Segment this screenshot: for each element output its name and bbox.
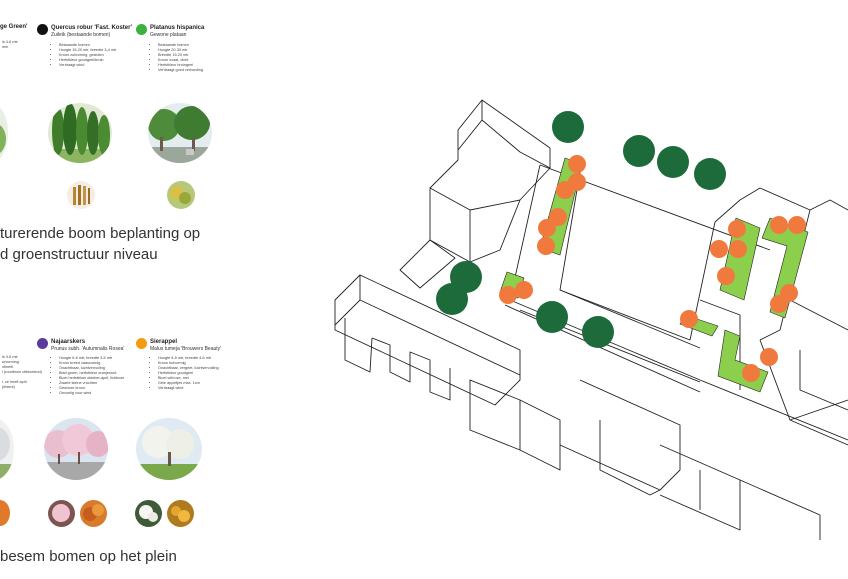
caption-line: turerende boom beplanting op — [0, 225, 201, 242]
species-name: Quercus robur 'Fast. Koster' — [51, 25, 132, 31]
tree-orange — [788, 216, 806, 234]
bullet: Geurloze kroon — [59, 386, 124, 391]
bullet: Gevoelig voor wind — [59, 391, 124, 396]
species-bullets: Bestaande bomen Hoogte 20-30 mtr Breedte… — [150, 43, 203, 73]
tree-orange — [770, 216, 788, 234]
bullet: Hoogte 6-8 mtr, breedte 4-6 mtr — [158, 356, 219, 361]
bullet: ls 4-6 mtr — [2, 355, 42, 360]
tree-orange — [680, 310, 698, 328]
bullet: Bloei wit/roze, mei — [158, 376, 219, 381]
dark-trees — [436, 111, 726, 348]
detail-photo-sierappel-flower — [135, 500, 162, 527]
detail-photo-sierappel-fruit — [167, 500, 194, 527]
tree-dark — [694, 158, 726, 190]
detail-photo-quercus — [67, 181, 95, 209]
bullet: Onachtbaar, vergeet, luchtvervuiling — [158, 366, 219, 371]
bullet: Bloei herfstbloei oktober-april, lichtro… — [59, 376, 124, 381]
bullet: l (roodbruin uitbloeiend) — [2, 370, 42, 375]
species-name: Najaarskers — [51, 339, 86, 345]
species-name: ge Green' — [0, 24, 28, 30]
bullet: ntineel — [2, 365, 42, 370]
tree-photo-bottom-1 — [0, 418, 14, 480]
bullet: Verdraagt wind — [59, 63, 116, 68]
detail-photo-platanus — [167, 181, 195, 209]
tree-orange — [717, 267, 735, 285]
bullet: Hoogte 20-30 mtr — [158, 48, 203, 53]
tree-dark — [536, 301, 568, 333]
bullet: Zwarte kleine vruchten — [59, 381, 124, 386]
orange-trees — [499, 155, 806, 382]
tree-orange — [710, 240, 728, 258]
species-subtitle: Prunus subh. 'Autumnalis Rosea' — [51, 346, 125, 352]
tree-orange — [549, 208, 567, 226]
tree-orange — [770, 295, 788, 313]
tree-orange — [556, 181, 574, 199]
tree-orange — [729, 240, 747, 258]
bullet: Bestaande bomen — [59, 43, 116, 48]
species-subtitle: Gewone plataan — [150, 32, 187, 38]
planter-east — [761, 217, 809, 319]
species-bullets: ls 4-6 mtr urvorming ntineel l (roodbrui… — [0, 355, 42, 390]
bullet: Kroon zuilvormig, gesloten — [59, 53, 116, 58]
bullet: Blad groen, herfstkleur oranjerood — [59, 371, 124, 376]
detail-photo-bottom-1 — [0, 500, 10, 526]
caption-line: d groenstructuur niveau — [0, 246, 158, 263]
species-bullets: ls 4-6 mtr mm — [0, 40, 18, 50]
bullet: Bestaande bomen — [158, 43, 203, 48]
tree-photo-platanus — [148, 103, 212, 163]
species-color-dot — [136, 24, 147, 35]
species-name: Platanus hispanica — [150, 25, 205, 31]
tree-dark — [582, 316, 614, 348]
tree-dark — [552, 111, 584, 143]
species-bullets: Hoogte 6-8 mtr, breedte 4-6 mtr Kroon bo… — [150, 356, 219, 391]
caption-line: besem bomen op het plein — [0, 548, 177, 565]
species-subtitle: Zuileik (bestaande bomen) — [51, 32, 111, 38]
species-color-dot — [37, 338, 48, 349]
species-color-dot — [37, 24, 48, 35]
bullet: urvorming — [2, 360, 42, 365]
caption-bottom: besem bomen op het plein — [0, 546, 177, 567]
caption-top: turerende boom beplanting op d groenstru… — [0, 223, 200, 265]
bullet: Kroon bolvormig — [158, 361, 219, 366]
species-bullets: Hoogte 6-8 mtr, breedte 3-5 mtr Kroon br… — [51, 356, 124, 396]
bullet: Breedte 15-20 mtr — [158, 53, 203, 58]
bullet: Herfstkleur bruingeel — [158, 63, 203, 68]
bullet: l, ze heeft april — [2, 380, 42, 385]
bullet: Herfstkleur goudgeel — [158, 371, 219, 376]
species-bullets: Bestaande bomen Hoogte 15-20 mtr, breedt… — [51, 43, 116, 68]
bullet: Herfstkleur goudgeel/bruin — [59, 58, 116, 63]
tree-photo-sierappel — [136, 418, 202, 480]
bullet: Kroon ovaal, dicht — [158, 58, 203, 63]
tree-orange — [538, 219, 556, 237]
tree-orange — [568, 155, 586, 173]
tree-photo-quercus — [48, 103, 112, 163]
tree-photo-hedge — [0, 103, 8, 163]
species-subtitle: Malus tumeja 'Brouwers Beauty' — [150, 346, 222, 352]
tree-dark — [657, 146, 689, 178]
tree-dark — [436, 283, 468, 315]
detail-photo-najaarskers-leaf — [80, 500, 107, 527]
tree-dark — [623, 135, 655, 167]
bullet: Onachtbaar, luchtvervuiling — [59, 366, 124, 371]
bullet: Hoogte 6-8 mtr, breedte 3-5 mtr — [59, 356, 124, 361]
bullet: Verdraagt goed verharding — [158, 68, 203, 73]
bullet: (elders) — [2, 385, 42, 390]
species-color-dot — [136, 338, 147, 349]
bullet: Kroon breed vaasvormig — [59, 361, 124, 366]
bullet: Hoogte 15-20 mtr, breedte 3-4 mtr — [59, 48, 116, 53]
bullet: mm — [2, 45, 18, 50]
tree-orange — [728, 220, 746, 238]
site-plan-axonometric — [334, 99, 848, 540]
tree-orange — [760, 348, 778, 366]
species-name: Sierappel — [150, 339, 178, 345]
detail-photo-najaarskers-flower — [48, 500, 75, 527]
bullet: Gele appeltjes max. 1cm — [158, 381, 219, 386]
tree-photo-najaarskers — [44, 418, 108, 480]
tree-orange — [515, 281, 533, 299]
tree-orange — [537, 237, 555, 255]
bullet: Verdraagt wind — [158, 386, 219, 391]
bullet: ls 4-6 mtr — [2, 40, 18, 45]
tree-orange — [499, 286, 517, 304]
tree-orange — [742, 364, 760, 382]
